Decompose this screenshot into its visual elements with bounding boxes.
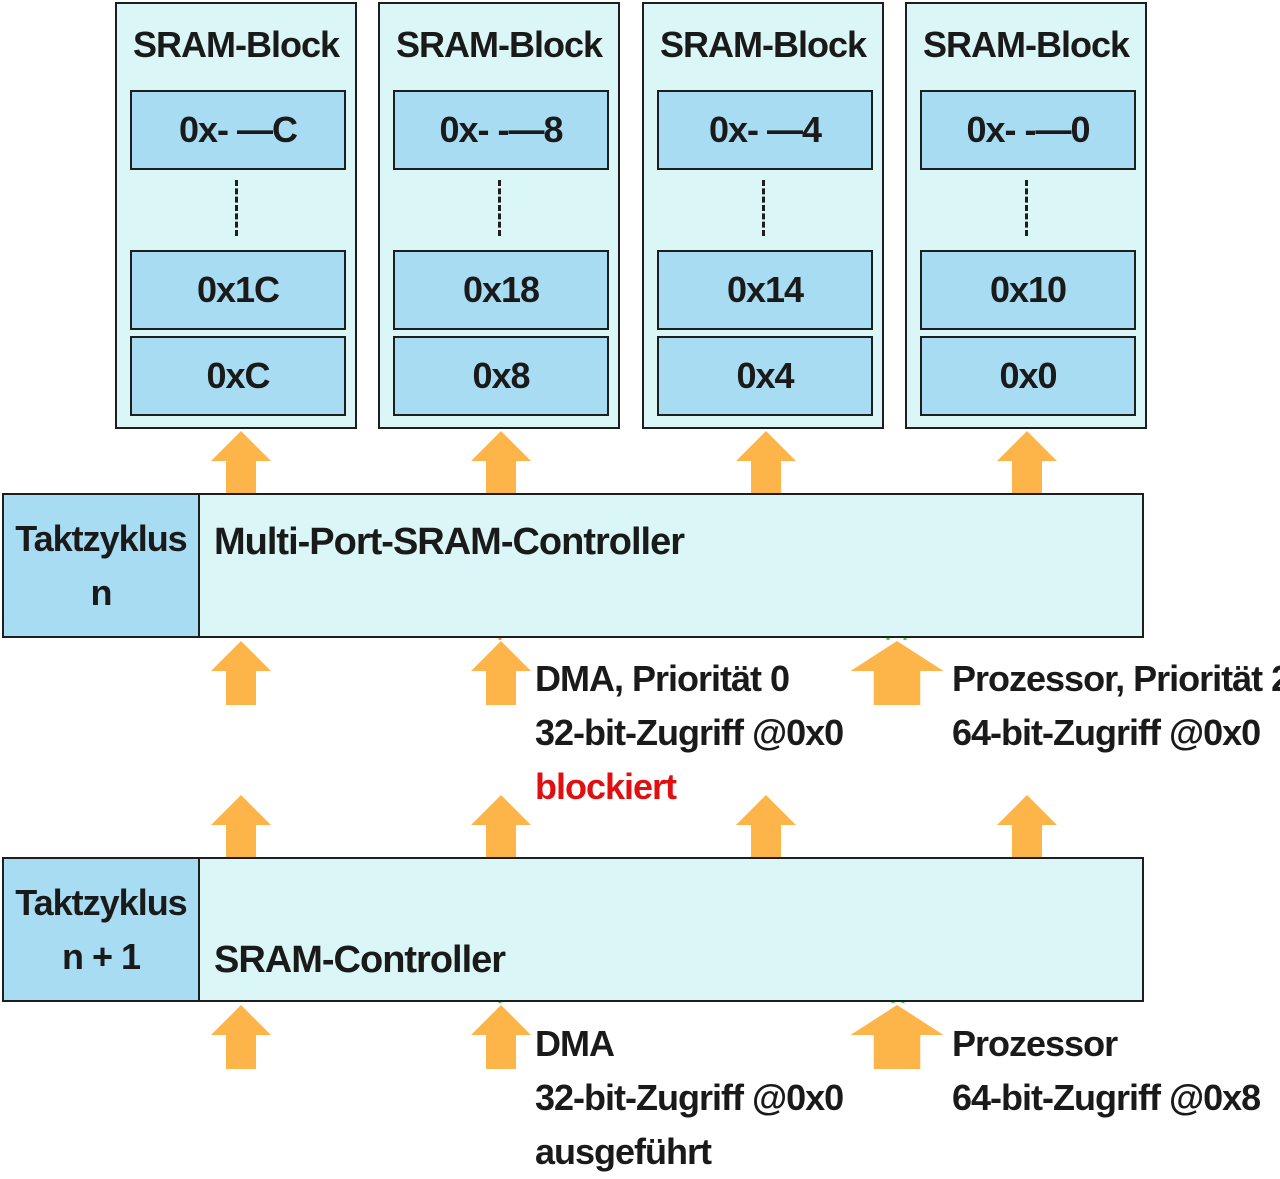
sram-cell-top: 0x- -—8	[393, 90, 609, 170]
ellipsis-divider	[1025, 180, 1028, 236]
sram-cell-mid: 0x10	[920, 250, 1136, 330]
dma-title: DMA, Priorität 0	[535, 658, 790, 699]
cpu-title: Prozessor, Priorität 2	[952, 658, 1280, 699]
up-arrow-icon	[471, 641, 531, 705]
cycle-label-line1: Taktzyklus	[15, 881, 187, 923]
cycle-label-line2: n	[90, 571, 113, 613]
controller-cycle-n1: Taktzyklus n + 1 SRAM-Controller	[2, 857, 1144, 1002]
sram-cell-bottom: 0x8	[393, 336, 609, 416]
sram-cell-mid: 0x1C	[130, 250, 346, 330]
sram-block-0: SRAM-Block 0x- —C 0x1C 0xC	[115, 2, 357, 429]
up-arrow-icon	[211, 1005, 271, 1069]
up-arrow-icon	[211, 431, 271, 495]
sram-block-title: SRAM-Block	[922, 24, 1130, 65]
ellipsis-divider	[498, 180, 501, 236]
cycle-label-n: Taktzyklus n	[4, 495, 200, 636]
up-arrow-icon	[736, 795, 796, 859]
up-arrow-icon	[471, 431, 531, 495]
cpu-request-n: Prozessor, Priorität 2 64-bit-Zugriff @0…	[952, 652, 1280, 760]
dma-request-n1: DMA 32-bit-Zugriff @0x0 ausgeführt	[535, 1017, 844, 1179]
cpu-access: 64-bit-Zugriff @0x0	[952, 712, 1261, 753]
sram-block-2: SRAM-Block 0x- —4 0x14 0x4	[642, 2, 884, 429]
sram-cell-mid: 0x18	[393, 250, 609, 330]
cpu-title: Prozessor	[952, 1023, 1118, 1064]
up-arrow-icon	[471, 1005, 531, 1069]
up-arrow-icon	[850, 1005, 944, 1069]
sram-block-title: SRAM-Block	[659, 24, 867, 65]
up-arrow-icon	[471, 795, 531, 859]
sram-cell-mid: 0x14	[657, 250, 873, 330]
dma-status: blockiert	[535, 766, 677, 807]
controller-name: SRAM-Controller	[214, 939, 506, 981]
dma-request-n: DMA, Priorität 0 32-bit-Zugriff @0x0 blo…	[535, 652, 844, 814]
cycle-label-line2: n + 1	[61, 935, 141, 977]
ellipsis-divider	[762, 180, 765, 236]
dma-access: 32-bit-Zugriff @0x0	[535, 1077, 844, 1118]
up-arrow-icon	[211, 795, 271, 859]
up-arrow-icon	[211, 641, 271, 705]
sram-cell-bottom: 0x0	[920, 336, 1136, 416]
up-arrow-icon	[997, 795, 1057, 859]
cycle-label-n1: Taktzyklus n + 1	[4, 859, 200, 1000]
sram-cell-top: 0x- -—0	[920, 90, 1136, 170]
dma-title: DMA	[535, 1023, 615, 1064]
sram-block-title: SRAM-Block	[395, 24, 603, 65]
sram-cell-top: 0x- —C	[130, 90, 346, 170]
sram-block-3: SRAM-Block 0x- -—0 0x10 0x0	[905, 2, 1147, 429]
sram-cell-bottom: 0xC	[130, 336, 346, 416]
dma-access: 32-bit-Zugriff @0x0	[535, 712, 844, 753]
cycle-label-line1: Taktzyklus	[15, 517, 187, 559]
ellipsis-divider	[235, 180, 238, 236]
up-arrow-icon	[736, 431, 796, 495]
cpu-access: 64-bit-Zugriff @0x8	[952, 1077, 1261, 1118]
up-arrow-icon	[850, 641, 944, 705]
controller-cycle-n: Taktzyklus n Multi-Port-SRAM-Controller	[2, 493, 1144, 638]
cpu-request-n1: Prozessor 64-bit-Zugriff @0x8	[952, 1017, 1261, 1125]
dma-status: ausgeführt	[535, 1131, 712, 1172]
sram-block-title: SRAM-Block	[132, 24, 340, 65]
bus-arrows	[211, 431, 1057, 1069]
up-arrow-icon	[997, 431, 1057, 495]
controller-name: Multi-Port-SRAM-Controller	[214, 521, 685, 563]
sram-cell-top: 0x- —4	[657, 90, 873, 170]
sram-cell-bottom: 0x4	[657, 336, 873, 416]
sram-block-1: SRAM-Block 0x- -—8 0x18 0x8	[378, 2, 620, 429]
